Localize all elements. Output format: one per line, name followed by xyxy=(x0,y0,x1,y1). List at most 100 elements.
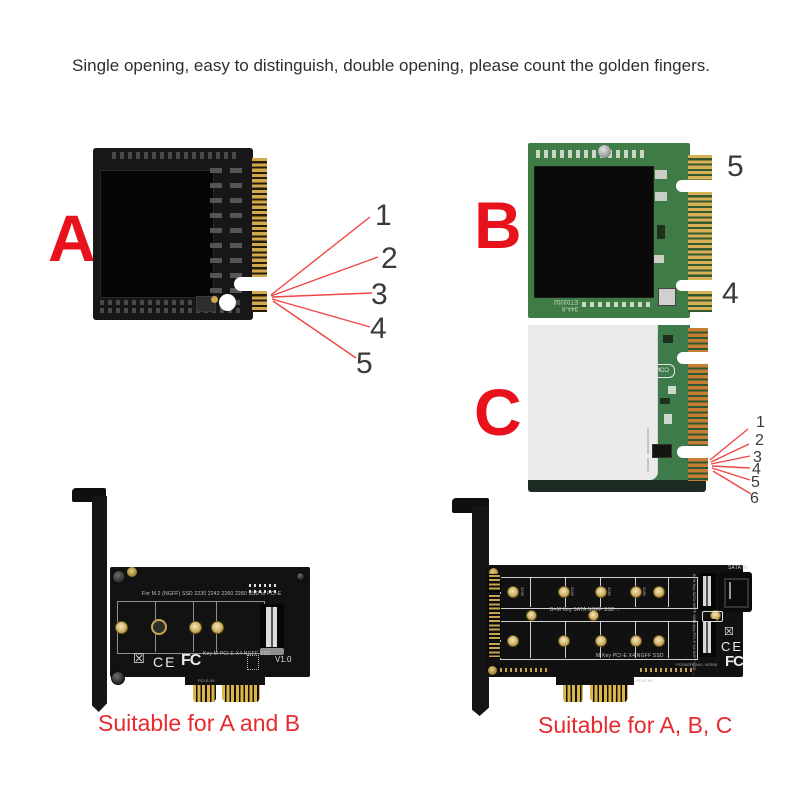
ssd-a-gold-fingers-short xyxy=(252,291,267,312)
c-finger-number-4: 4 xyxy=(752,461,761,478)
a-finger-number-3: 3 xyxy=(371,278,388,311)
left-adapter-standoff-2242 xyxy=(151,619,167,635)
right-adapter-ce-mark: CE xyxy=(721,639,744,654)
right-adapter-pin-header-2 xyxy=(488,594,501,640)
left-adapter-screw-top-icon xyxy=(112,570,126,584)
right-adapter-fcc-mark: FC xyxy=(725,653,744,670)
b-finger-number-5: 5 xyxy=(727,150,744,183)
right-adapter-gold-screw-top-icon xyxy=(489,568,498,577)
ssd-c-component-5 xyxy=(652,444,672,458)
ssd-a-components-bottom2 xyxy=(100,308,240,313)
ssd-c-silkscreen-pill: COMP xyxy=(645,364,675,378)
ssd-a-components-bottom1 xyxy=(100,300,240,305)
right-adapter-pcie-fingers-short xyxy=(563,685,583,702)
right-adapter-pin-header-3 xyxy=(488,642,501,658)
ssd-c-key-notch-bottom xyxy=(677,446,708,458)
ssd-a-mount-hole xyxy=(219,294,236,311)
section-a-annotation-lines xyxy=(270,216,379,359)
left-adapter-pcie-fingers-long xyxy=(222,685,260,702)
ssd-b-nand-chip xyxy=(534,166,654,298)
standoff-bottom-3 xyxy=(595,635,607,647)
standoff-top-1 xyxy=(507,586,519,598)
ssd-c-component-2 xyxy=(668,386,676,394)
ssd-b-component-5 xyxy=(658,288,676,306)
ssd-c-label-crease2 xyxy=(647,458,649,472)
ssd-b-gold-fingers-middle xyxy=(688,192,712,280)
ssd-c-bottom-edge xyxy=(528,480,706,492)
left-adapter-version: V1.0 xyxy=(275,655,292,664)
standoff-top-2 xyxy=(558,586,570,598)
standoff-bottom-5 xyxy=(653,635,665,647)
header-text: Single opening, easy to distinguish, dou… xyxy=(72,56,710,75)
c-finger-number-6: 6 xyxy=(750,490,759,507)
m2-slot-key xyxy=(706,576,708,606)
ssd-c-gold-fingers-bottom xyxy=(688,458,708,481)
left-adapter-board-text: For M.2 (NGFF) SSD 2230 2242 2260 2280 S… xyxy=(142,591,282,597)
section-b-label: B xyxy=(474,188,522,262)
right-adapter-edge-neck xyxy=(556,677,634,685)
right-adapter-sata-label: SATA IN xyxy=(728,565,748,571)
left-adapter-ce-mark: CE xyxy=(153,654,177,670)
ssd-b-gold-fingers-bottom xyxy=(688,291,712,312)
right-adapter-grid-bottom xyxy=(500,621,698,660)
right-adapter-bracket xyxy=(472,506,489,716)
ssd-b-component-4 xyxy=(654,255,664,263)
section-c-annotation-lines xyxy=(709,428,752,495)
right-adapter-bottom-text: M Key PCI-E X4 NGFF SSD → xyxy=(596,653,671,659)
left-adapter-m2-latch xyxy=(260,648,284,655)
ssd-b-silkscreen: 34A-8 ET03202 xyxy=(530,298,578,312)
weee-bin-icon: ☒ xyxy=(133,652,145,667)
sata-connector-pins xyxy=(729,582,731,599)
ssd-b-component-1 xyxy=(655,170,667,179)
standoff-bottom-4 xyxy=(630,635,642,647)
sata-connector-frame xyxy=(724,578,749,608)
ssd-b-round-cap xyxy=(598,145,611,158)
right-adapter-gold-screw-bottom-icon xyxy=(488,666,497,675)
ssd-b-components-bottom xyxy=(582,302,652,307)
standoff-mid-1 xyxy=(526,610,537,621)
ssd-c-silkscreen: COMP xyxy=(651,368,669,374)
left-adapter-gold-screw-icon xyxy=(127,567,137,577)
right-adapter-pin-header-1 xyxy=(488,574,501,592)
a-finger-number-1: 1 xyxy=(375,199,392,232)
left-adapter-standoff-2280 xyxy=(211,621,224,634)
standoff-label-2280: 2280 xyxy=(642,587,647,596)
c-finger-number-2: 2 xyxy=(755,432,764,449)
right-adapter-grid-top xyxy=(500,577,698,609)
standoff-bottom-1 xyxy=(507,635,519,647)
left-adapter-edge-label: PCI-E 4X xyxy=(198,678,215,683)
left-adapter-screw-bottom-icon xyxy=(111,671,125,685)
right-adapter-middle-text: B+M Key SATA NGFF SSD→ xyxy=(550,607,620,613)
ssd-a-components-col2 xyxy=(230,168,242,296)
right-adapter-logo-box xyxy=(702,611,723,622)
standoff-label-2260: 2260 xyxy=(607,587,612,596)
ssd-a-gold-pad xyxy=(211,296,218,303)
left-adapter-bracket xyxy=(92,496,107,712)
right-adapter-edge-pads-right xyxy=(640,668,695,672)
ssd-b-components-top xyxy=(536,150,646,158)
grid-vline xyxy=(668,621,669,658)
c-finger-number-3: 3 xyxy=(753,449,762,466)
ssd-c-component-3 xyxy=(660,398,670,404)
a-finger-number-2: 2 xyxy=(381,242,398,275)
ssd-b-key-notch-top xyxy=(676,180,712,192)
left-adapter-jumper-pads-1 xyxy=(249,584,279,587)
ssd-b-component-2 xyxy=(655,192,667,201)
right-adapter-edge-label: PCI-E 4X xyxy=(636,678,653,683)
grid-vline xyxy=(530,577,531,607)
left-adapter-slot-text: Key M PCI-E X4 NGFF SSD → xyxy=(203,651,278,657)
right-adapter-pcie-slot-vlabel: M Key PCI-E X4 NGFF SSD → xyxy=(692,620,697,676)
left-adapter-screw-right-icon xyxy=(296,572,305,581)
standoff-top-5 xyxy=(653,586,665,598)
standoff-top-4 xyxy=(630,586,642,598)
right-adapter-model-text: PCEM2FF-N01 VER06 xyxy=(676,662,718,667)
standoff-top-3 xyxy=(595,586,607,598)
left-adapter-m2-slot-key xyxy=(271,607,273,647)
c-finger-number-5: 5 xyxy=(751,474,760,491)
a-finger-number-5: 5 xyxy=(356,347,373,380)
left-adapter-pcie-fingers-short xyxy=(193,685,216,702)
ssd-c-key-notch-top xyxy=(677,352,708,364)
ssd-c-component-1 xyxy=(663,335,673,343)
right-adapter-edge-pads-left xyxy=(500,668,550,672)
